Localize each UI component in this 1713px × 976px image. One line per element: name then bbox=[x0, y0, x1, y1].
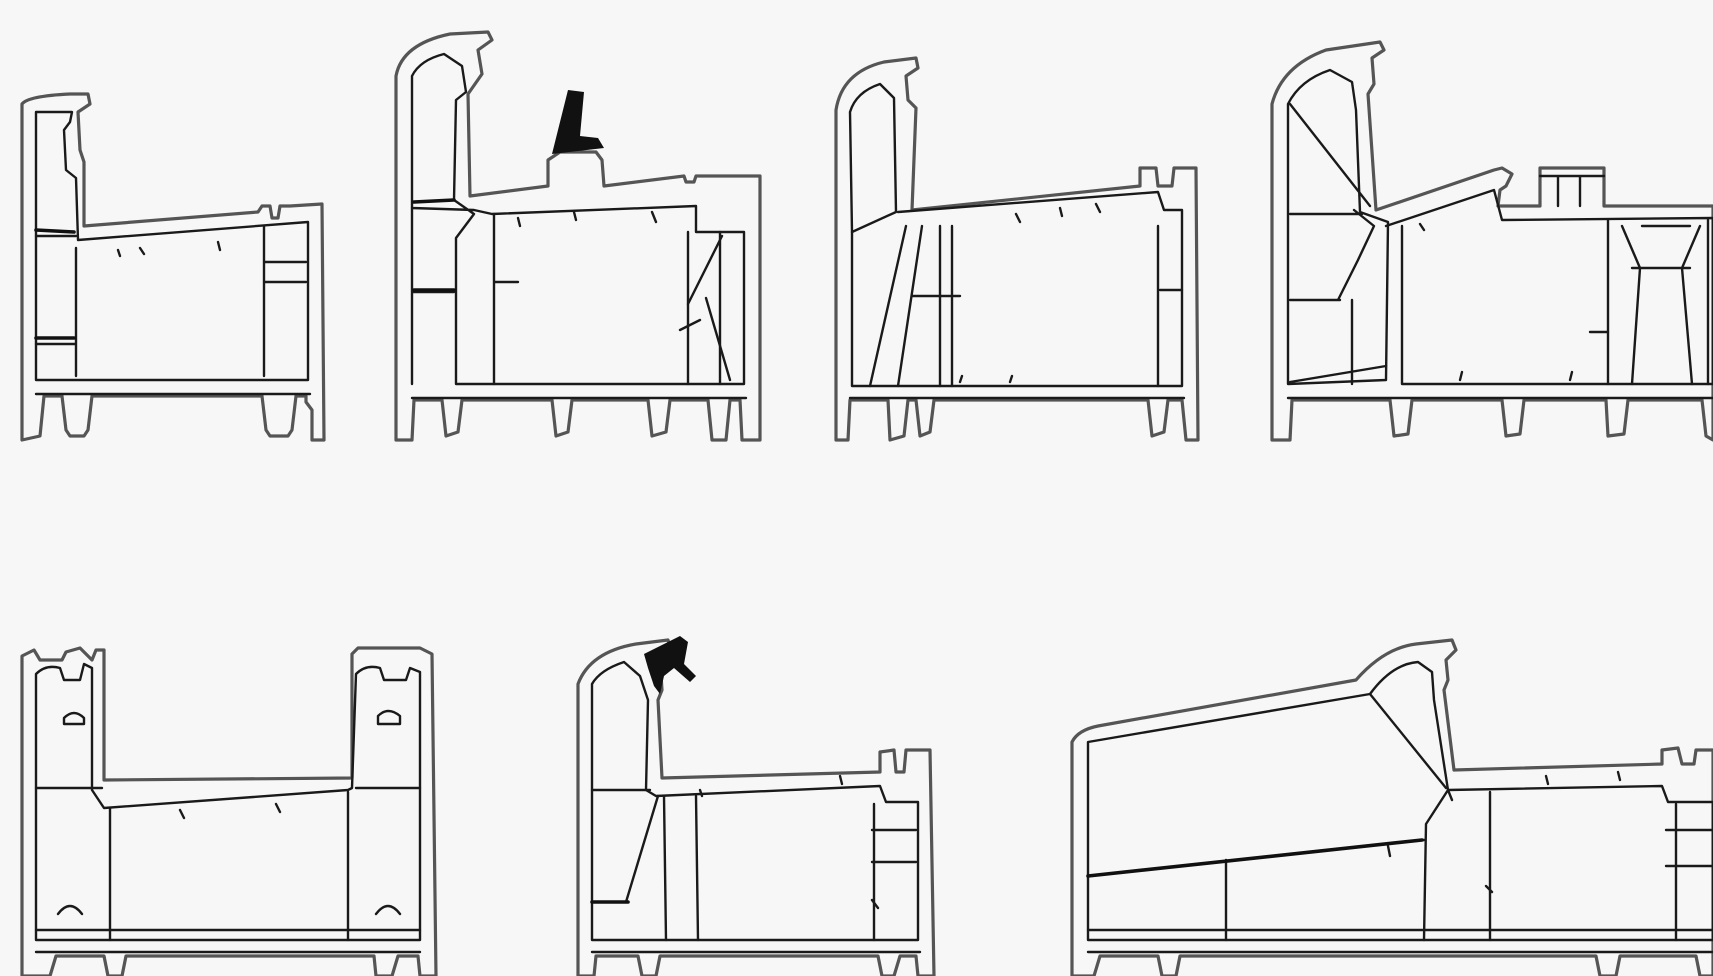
profile-4-cross-section bbox=[1270, 40, 1713, 442]
profile-3-cross-section bbox=[834, 56, 1200, 442]
profile-1-cross-section bbox=[20, 92, 326, 442]
profile-2-cross-section bbox=[394, 30, 762, 442]
profile-5-cross-section bbox=[20, 646, 438, 976]
profile-7-cross-section bbox=[1070, 638, 1713, 976]
profile-6-cross-section bbox=[576, 636, 936, 976]
